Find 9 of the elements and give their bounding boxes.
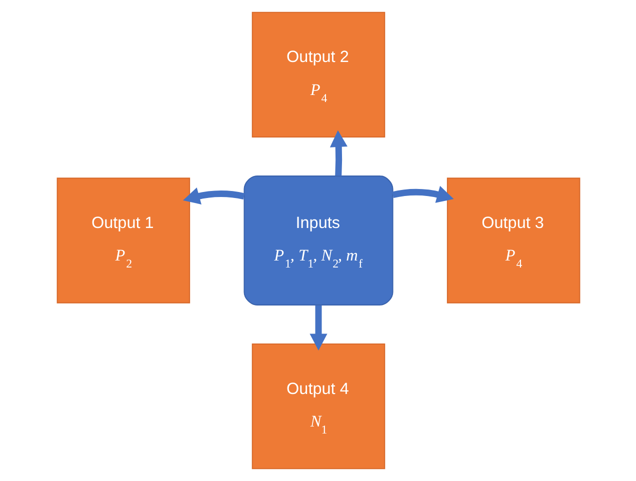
arrow <box>182 188 244 204</box>
node-box: Output 3 P$_{4}$ <box>446 178 580 304</box>
arrow <box>392 186 454 203</box>
node-box: Output 4 N$_{1}$ <box>251 343 385 470</box>
arrow <box>329 130 347 176</box>
node-box: Output 2 P$_{4}$ <box>251 12 385 138</box>
arrow <box>309 305 327 351</box>
node-box: Inputs P$_{1}$, T$_{1}$, N$_{2}$, m$_{f}$ <box>243 175 393 306</box>
node-box: Output 1 P$_{2}$ <box>56 178 190 304</box>
